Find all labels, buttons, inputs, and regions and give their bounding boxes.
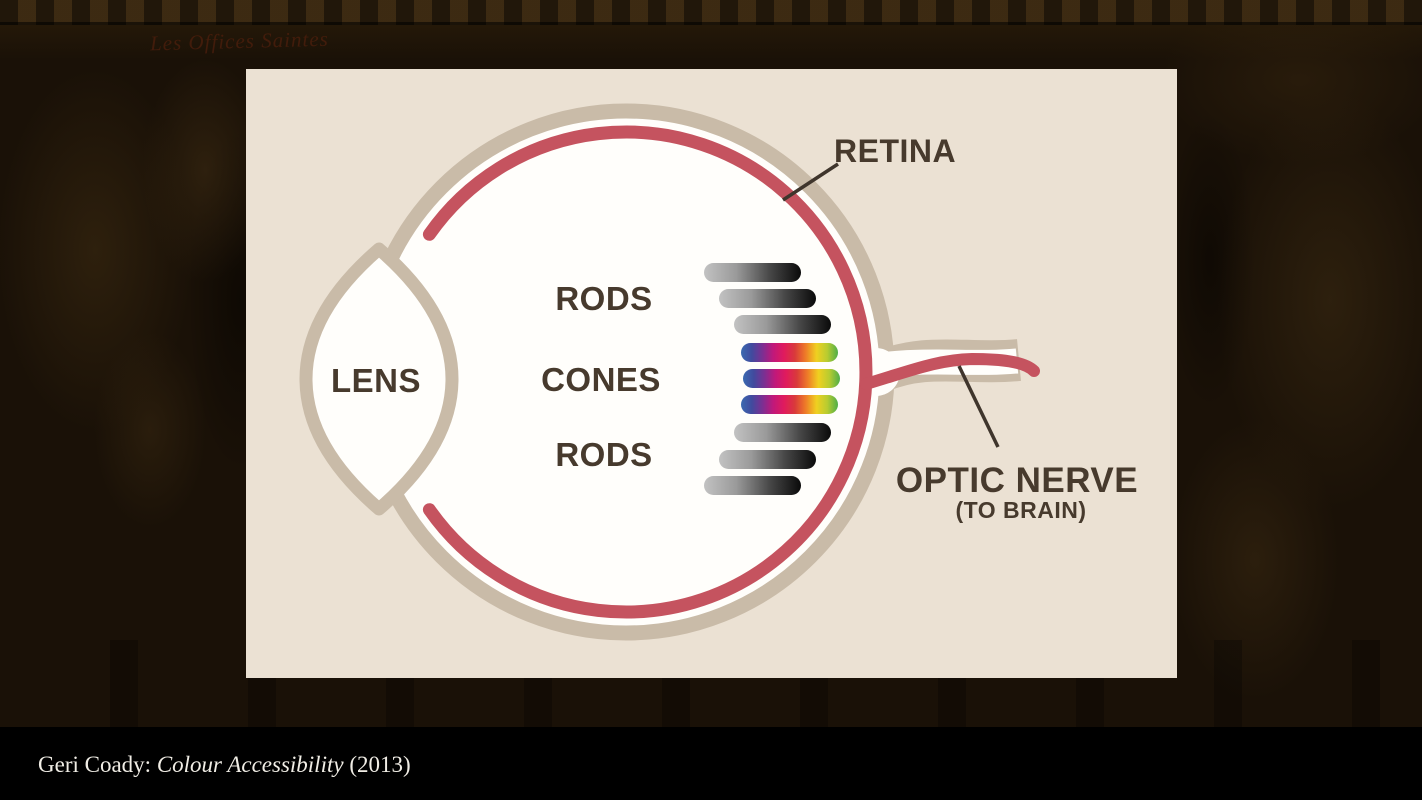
- label-lens: LENS: [331, 362, 421, 399]
- caption-year: (2013): [343, 752, 411, 777]
- cone-bar: [743, 369, 840, 388]
- rod-bar: [734, 315, 831, 334]
- retina-pointer-line: [782, 162, 839, 202]
- label-rods-top: RODS: [555, 280, 652, 317]
- tapestry-border: [0, 0, 1422, 25]
- caption-title: Colour Accessibility: [156, 752, 344, 777]
- rod-bar: [719, 450, 816, 469]
- rod-bar: [734, 423, 831, 442]
- label-cones: CONES: [541, 361, 661, 398]
- optic-nerve-fibre: [860, 352, 1040, 390]
- rod-bar: [719, 289, 816, 308]
- eye-diagram: LENS RODS CONES RODS RETINA OPTIC NERVE …: [299, 103, 1138, 641]
- caption-author: Geri Coady:: [38, 752, 157, 777]
- caption: Geri Coady: Colour Accessibility (2013): [38, 750, 411, 786]
- label-optic-nerve-sub: (TO BRAIN): [955, 497, 1086, 523]
- optic-nerve-pointer-line: [957, 365, 1000, 448]
- cone-bar: [741, 395, 838, 414]
- rod-bar: [704, 476, 801, 495]
- retina-arc: [422, 125, 873, 619]
- cone-bar: [741, 343, 838, 362]
- photoreceptor-bars: [704, 263, 840, 495]
- eye-diagram-panel: LENS RODS CONES RODS RETINA OPTIC NERVE …: [246, 69, 1177, 678]
- rod-bar: [704, 263, 801, 282]
- lens-shape: [299, 242, 459, 516]
- tapestry-script-text: Les Offices Saintes: [149, 26, 330, 56]
- label-retina: RETINA: [834, 133, 956, 169]
- label-optic-nerve: OPTIC NERVE: [896, 461, 1138, 500]
- label-rods-bottom: RODS: [555, 436, 652, 473]
